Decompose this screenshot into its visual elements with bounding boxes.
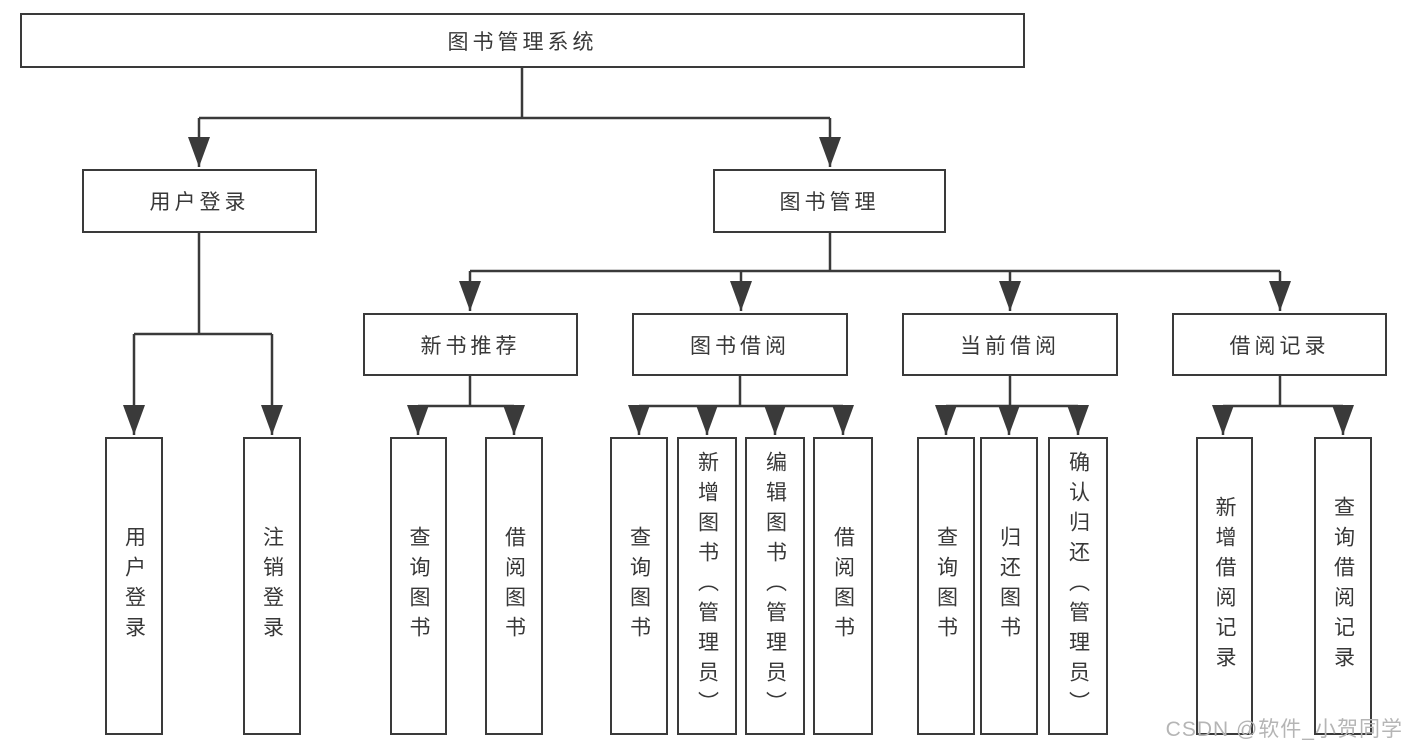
node-library-management-system: 图书管理系统: [20, 13, 1025, 68]
node-return-books: 归还图书: [980, 437, 1038, 735]
node-logout: 注销登录: [243, 437, 301, 735]
node-label: 注销登录: [260, 526, 284, 646]
node-add-book-admin: 新增图书（管理员）: [677, 437, 737, 735]
node-label: 编辑图书（管理员）: [763, 451, 787, 721]
node-label: 新增图书（管理员）: [695, 451, 719, 721]
node-label: 借阅图书: [831, 526, 855, 646]
node-query-books-recommend: 查询图书: [390, 437, 447, 735]
node-label: 用户登录: [149, 191, 250, 214]
node-user-login: 用户登录: [82, 169, 317, 233]
node-label: 用户登录: [122, 526, 146, 646]
node-new-book-recommend: 新书推荐: [363, 313, 578, 376]
node-label: 查询图书: [407, 526, 430, 646]
node-label: 借阅图书: [502, 526, 526, 646]
node-current-borrow: 当前借阅: [902, 313, 1118, 376]
node-label: 归还图书: [997, 526, 1021, 646]
node-label: 借阅记录: [1229, 334, 1330, 358]
node-label: 查询图书: [627, 526, 651, 646]
node-confirm-return-admin: 确认归还（管理员）: [1048, 437, 1108, 735]
node-label: 图书管理系统: [447, 30, 598, 54]
node-label: 图书管理: [779, 191, 880, 214]
node-borrow-books-leaf: 借阅图书: [813, 437, 873, 735]
node-query-books-current: 查询图书: [917, 437, 975, 735]
node-label: 当前借阅: [960, 334, 1060, 358]
node-label: 确认归还（管理员）: [1066, 451, 1090, 721]
node-borrow-books-recommend: 借阅图书: [485, 437, 543, 735]
node-query-borrow-record: 查询借阅记录: [1314, 437, 1372, 735]
node-edit-book-admin: 编辑图书（管理员）: [745, 437, 805, 735]
node-label: 新增借阅记录: [1213, 496, 1236, 676]
node-book-management: 图书管理: [713, 169, 946, 233]
node-borrow-records: 借阅记录: [1172, 313, 1387, 376]
node-label: 图书借阅: [690, 334, 790, 358]
node-user-login-leaf: 用户登录: [105, 437, 163, 735]
node-query-books-borrow: 查询图书: [610, 437, 668, 735]
node-label: 查询图书: [934, 526, 958, 646]
watermark: CSDN @软件_小贺同学: [1165, 718, 1403, 741]
node-label: 新书推荐: [420, 334, 521, 358]
node-book-borrow: 图书借阅: [632, 313, 848, 376]
node-label: 查询借阅记录: [1331, 496, 1355, 676]
node-add-borrow-record: 新增借阅记录: [1196, 437, 1253, 735]
